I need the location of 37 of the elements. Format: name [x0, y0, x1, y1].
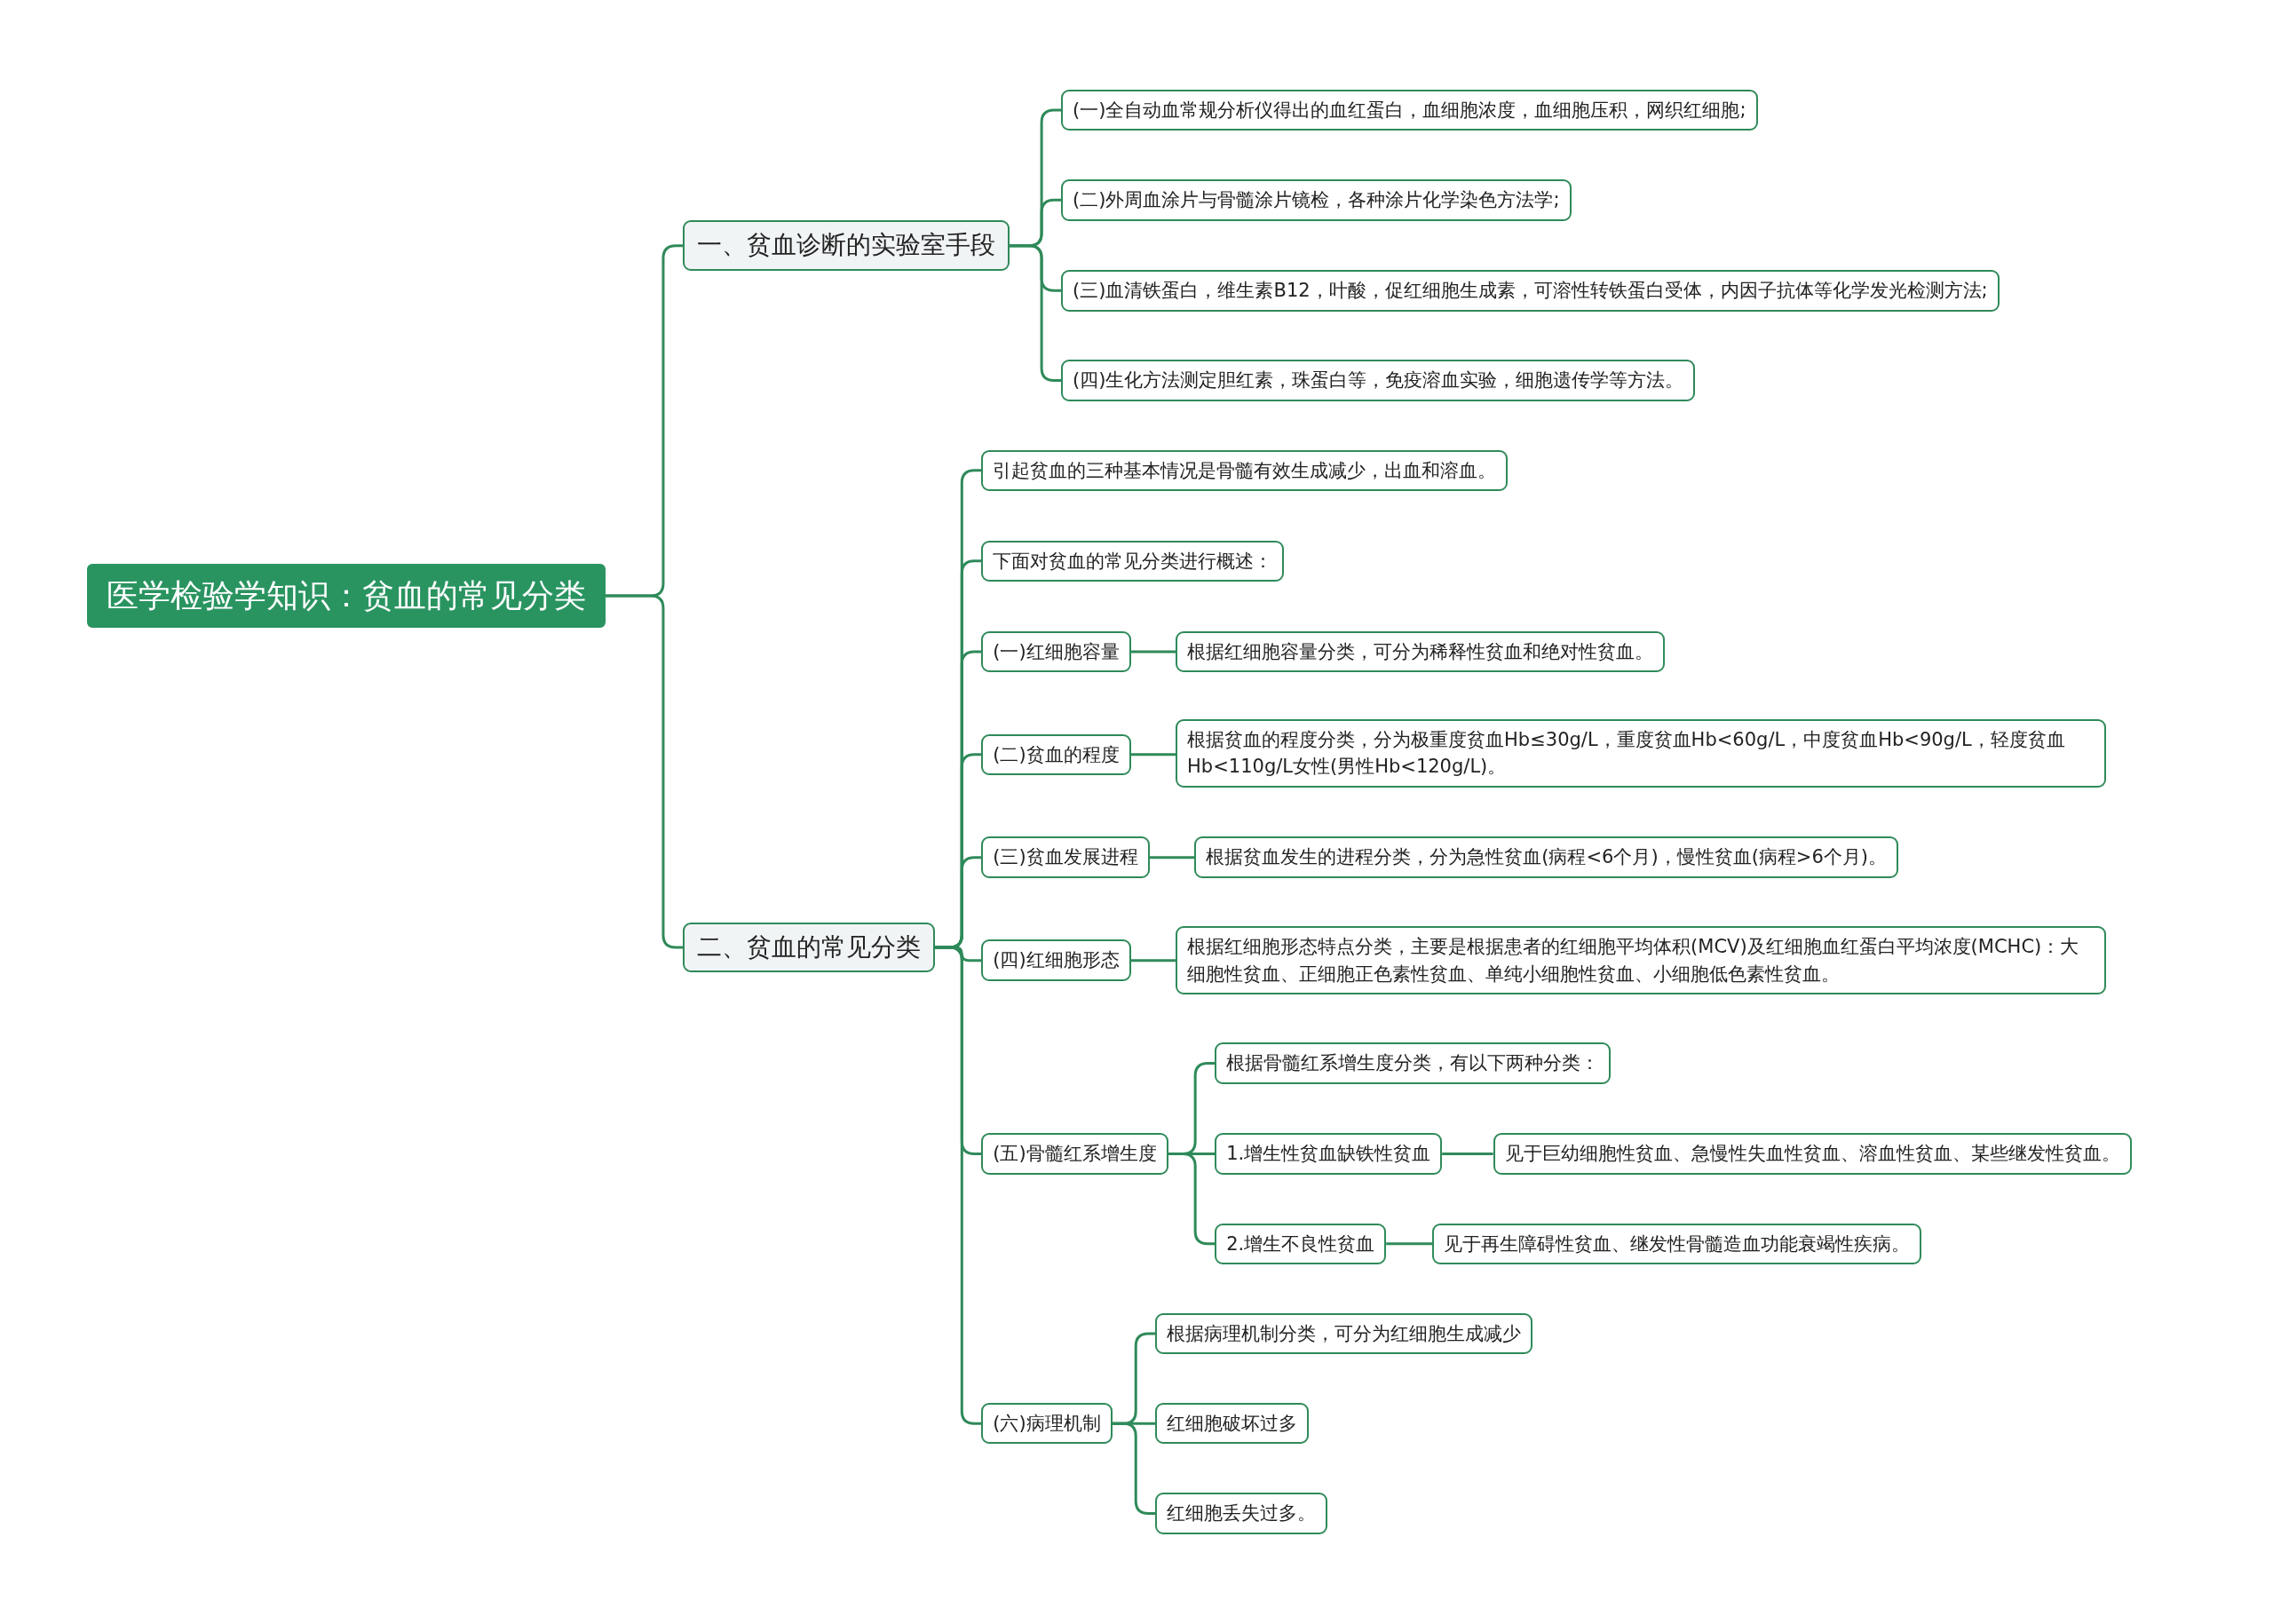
- subtopic-box: 二、贫血的常见分类: [682, 922, 935, 973]
- connector-line: [1112, 1422, 1156, 1515]
- text-box: (三)血清铁蛋白，维生素B12，叶酸，促红细胞生成素，可溶性转铁蛋白受体，内因子抗体等化学发光检测方法;: [1061, 270, 2000, 312]
- connector-line: [1130, 753, 1176, 757]
- connector-line: [1009, 244, 1062, 383]
- text-box: 下面对贫血的常见分类进行概述：: [981, 540, 1285, 582]
- connector-line: [605, 594, 683, 949]
- connector-line: [1386, 1242, 1433, 1246]
- connector-line: [1442, 1153, 1493, 1156]
- text-box: (二)贫血的程度: [981, 733, 1131, 775]
- text-box: (一)全自动血常规分析仪得出的血红蛋白，血细胞浓度，血细胞压积，网织红细胞;: [1061, 89, 1758, 131]
- connector-line: [1168, 1153, 1216, 1246]
- text-box: 见于再生障碍性贫血、继发性骨髓造血功能衰竭性疾病。: [1432, 1223, 1922, 1265]
- text-box: 根据红细胞形态特点分类，主要是根据患者的红细胞平均体积(MCV)及红细胞血红蛋白平均浓度(MCHC)：大细胞性贫血、正细胞正色素性贫血、单纯小细胞性贫血、小细胞低色素性贫血。: [1176, 926, 2107, 995]
- text-box: (四)生化方法测定胆红素，珠蛋白等，免疫溶血实验，细胞遗传学等方法。: [1061, 360, 1696, 401]
- text-box: 红细胞丢失过多。: [1155, 1493, 1328, 1534]
- connector-line: [1130, 650, 1176, 654]
- text-box: 红细胞破坏过多: [1155, 1403, 1310, 1445]
- connector-line: [1130, 959, 1176, 963]
- text-box: 根据红细胞容量分类，可分为稀释性贫血和绝对性贫血。: [1176, 630, 1666, 673]
- text-box: (六)病理机制: [981, 1403, 1113, 1445]
- text-box: 1.增生性贫血缺铁性贫血: [1215, 1133, 1443, 1175]
- text-box: 见于巨幼细胞性贫血、急慢性失血性贫血、溶血性贫血、某些继发性贫血。: [1493, 1133, 2132, 1175]
- text-box: (二)外周血涂片与骨髓涂片镜检，各种涂片化学染色方法学;: [1061, 179, 1572, 221]
- text-box: 2.增生不良性贫血: [1215, 1223, 1387, 1265]
- text-box: (三)贫血发展进程: [981, 836, 1150, 878]
- text-box: 根据贫血发生的进程分类，分为急性贫血(病程<6个月)，慢性贫血(病程>6个月)。: [1194, 836, 1898, 878]
- text-box: (一)红细胞容量: [981, 630, 1131, 673]
- text-box: (四)红细胞形态: [981, 939, 1131, 981]
- text-box: 根据贫血的程度分类，分为极重度贫血Hb≤30g/L，重度贫血Hb<60g/L，中度贫血Hb<90g/L，轻度贫血Hb<110g/L女性(男性Hb<120g/L)。: [1176, 718, 2107, 788]
- text-box: (五)骨髓红系增生度: [981, 1133, 1168, 1175]
- text-box: 根据骨髓红系增生度分类，有以下两种分类：: [1215, 1042, 1612, 1084]
- topic-box: 医学检验学知识：贫血的常见分类: [86, 563, 606, 629]
- subtopic-box: 一、贫血诊断的实验室手段: [682, 220, 1010, 272]
- text-box: 根据病理机制分类，可分为红细胞生成减少: [1155, 1312, 1533, 1355]
- text-box: 引起贫血的三种基本情况是骨髓有效生成减少，出血和溶血。: [981, 449, 1509, 491]
- connector-line: [1149, 856, 1195, 860]
